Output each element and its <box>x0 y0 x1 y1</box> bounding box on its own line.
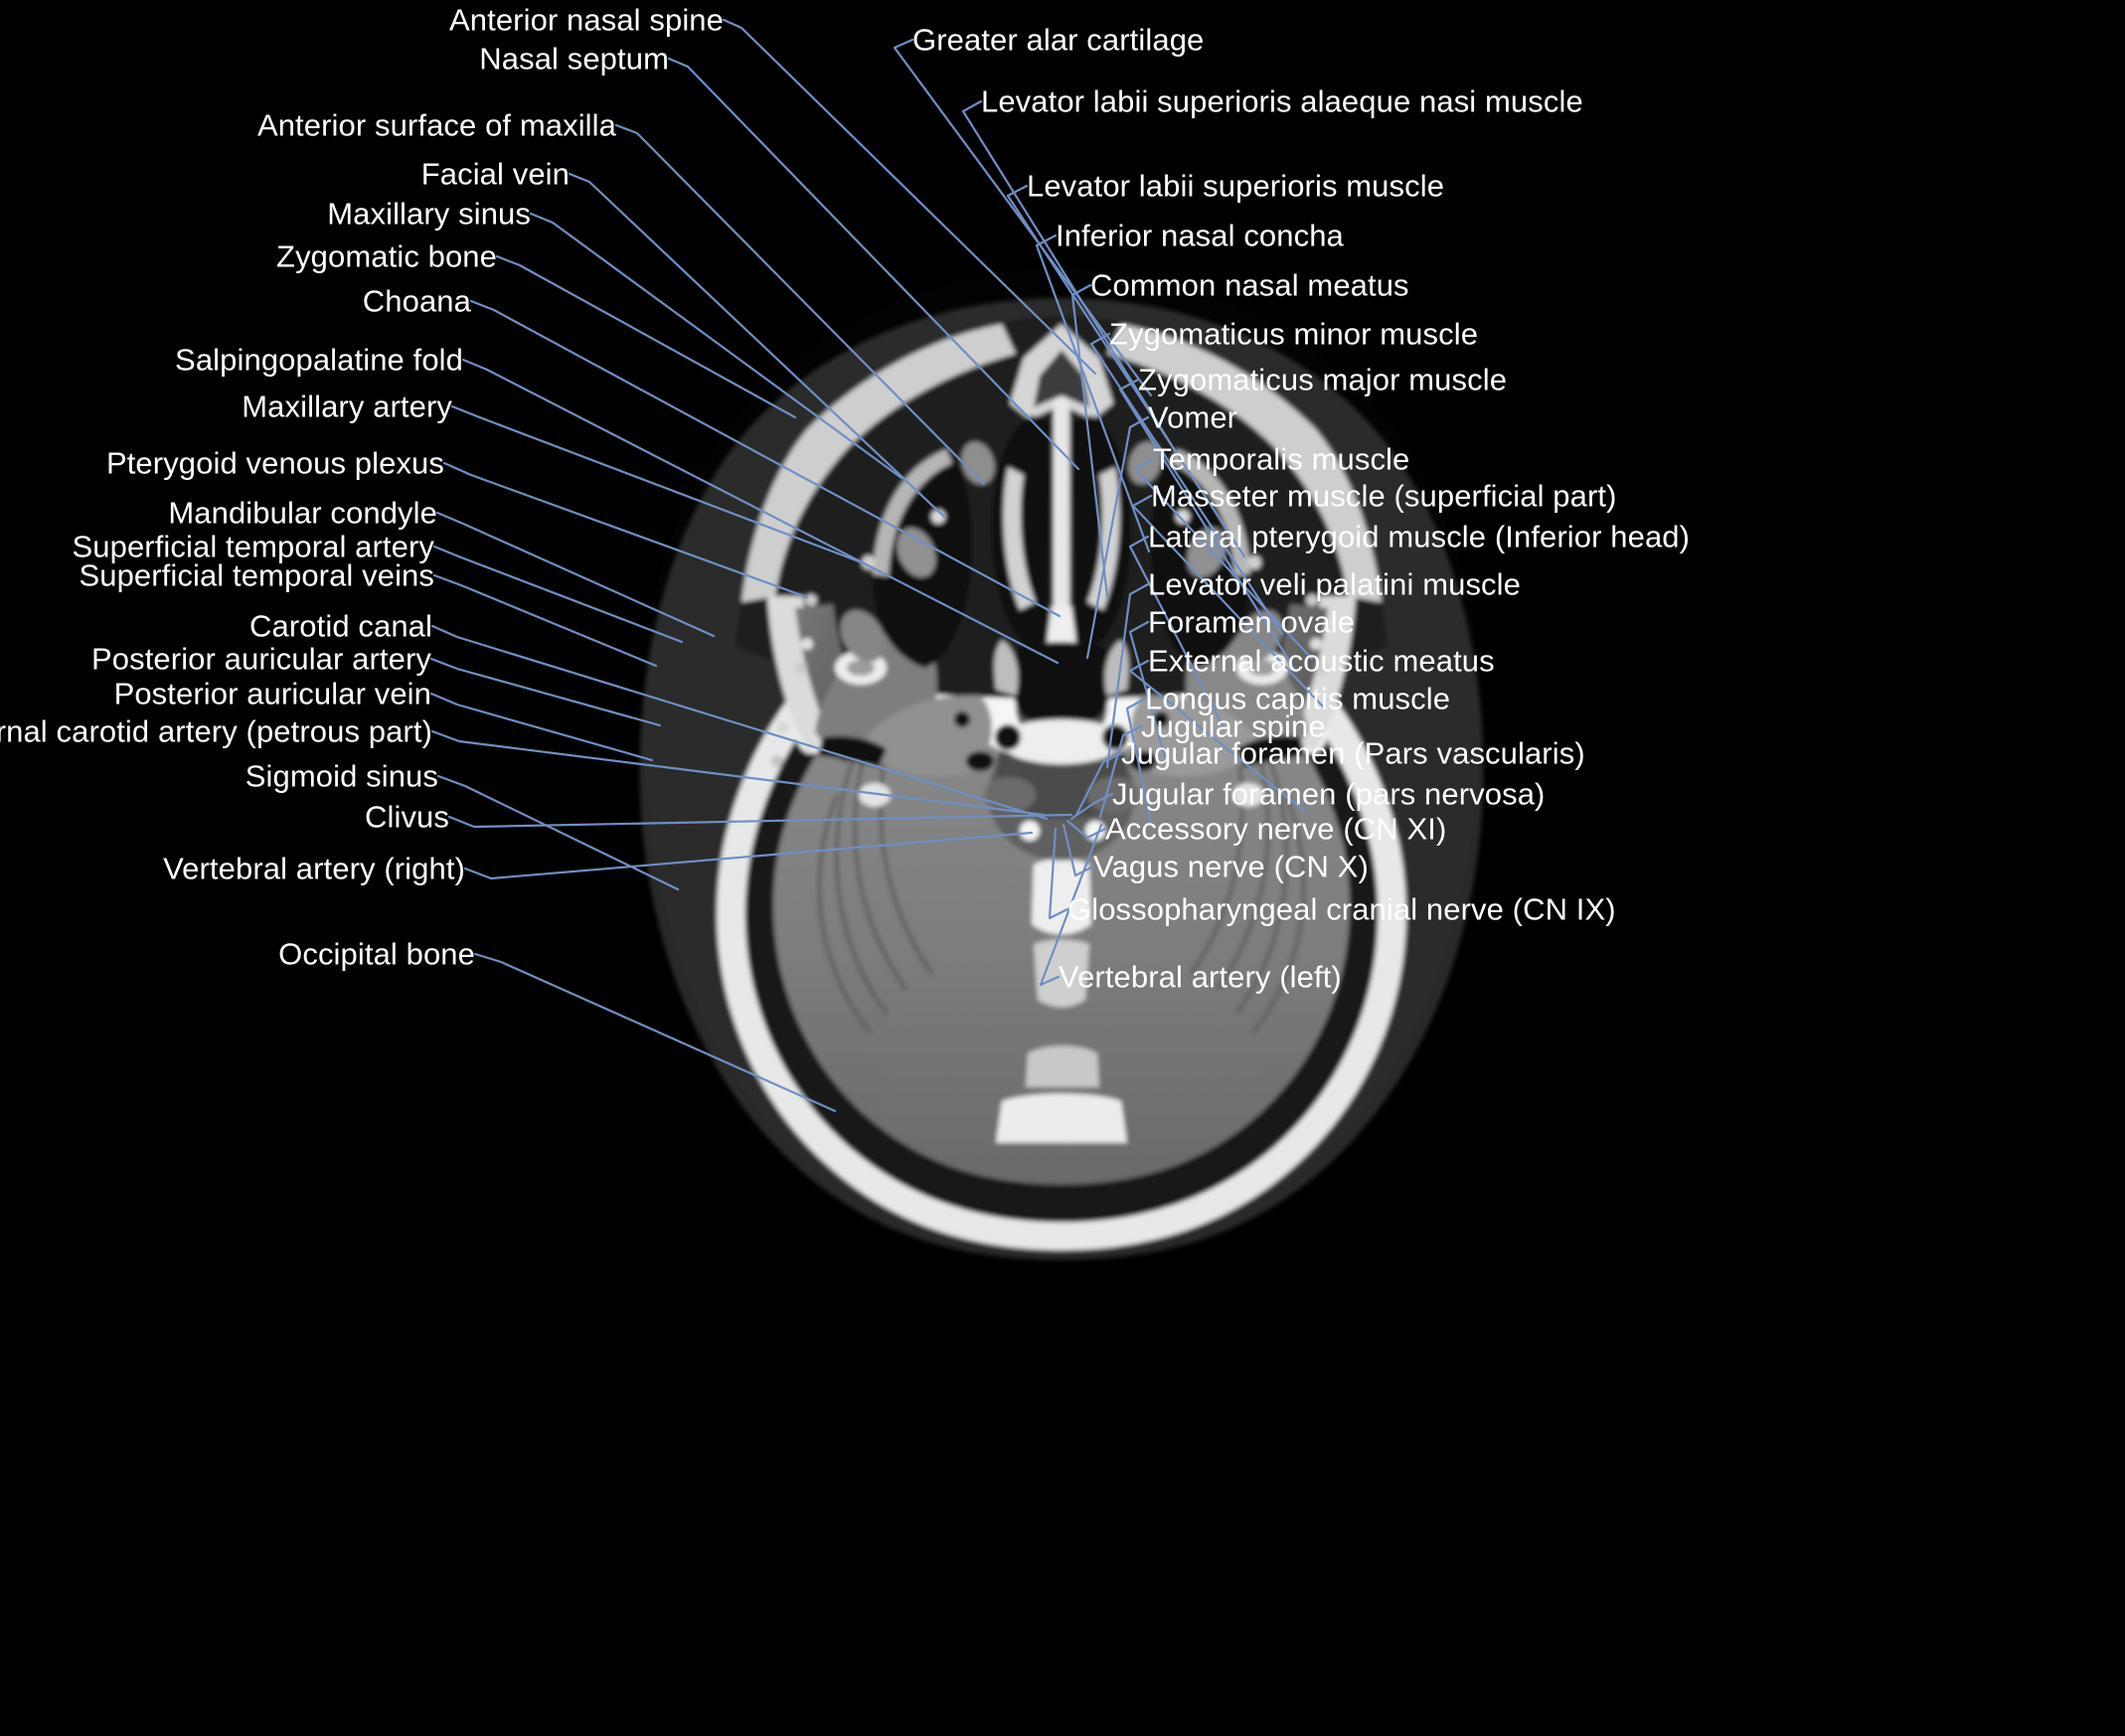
anatomy-label-sigmoid-sinus: Sigmoid sinus <box>245 758 438 794</box>
anatomy-label-posterior-auricular-artery: Posterior auricular artery <box>91 641 431 677</box>
anatomy-label-foramen-ovale: Foramen ovale <box>1148 604 1356 640</box>
anatomy-label-occipital-bone: Occipital bone <box>278 936 475 972</box>
anatomy-label-lateral-pterygoid-muscle-inferior-head: Lateral pterygoid muscle (Inferior head) <box>1148 519 1691 554</box>
anatomy-label-anterior-surface-of-maxilla: Anterior surface of maxilla <box>256 107 616 143</box>
anatomy-label-maxillary-artery: Maxillary artery <box>242 389 452 424</box>
anatomy-label-superficial-temporal-veins: Superficial temporal veins <box>79 557 434 593</box>
anatomy-label-mandibular-condyle: Mandibular condyle <box>168 495 437 531</box>
anatomy-label-levator-veli-palatini-muscle: Levator veli palatini muscle <box>1148 566 1521 602</box>
anatomy-label-carotid-canal: Carotid canal <box>249 608 432 644</box>
anatomy-label-facial-vein: Facial vein <box>420 156 570 192</box>
anatomy-label-common-nasal-meatus: Common nasal meatus <box>1090 267 1409 303</box>
anatomy-label-choana: Choana <box>362 283 471 319</box>
anatomy-label-external-acoustic-meatus: External acoustic meatus <box>1148 643 1495 679</box>
anatomy-label-posterior-auricular-vein: Posterior auricular vein <box>113 676 431 711</box>
anatomy-label-jugular-foramen-pars-vascularis: Jugular foramen (Pars vascularis) <box>1121 735 1585 771</box>
anatomy-label-levator-labii-superioris-alaeque-nasi-muscle: Levator labii superioris alaeque nasi mu… <box>981 83 1583 119</box>
anatomy-label-masseter-muscle-superficial-part: Masseter muscle (superficial part) <box>1151 478 1617 514</box>
anatomy-label-vomer: Vomer <box>1148 399 1238 435</box>
anatomy-label-vertebral-artery-left: Vertebral artery (left) <box>1059 959 1342 995</box>
anatomy-label-accessory-nerve-cn-xi: Accessory nerve (CN XI) <box>1105 811 1447 847</box>
anatomy-label-salpingopalatine-fold: Salpingopalatine fold <box>175 342 463 378</box>
anatomy-label-temporalis-muscle: Temporalis muscle <box>1153 441 1410 477</box>
anatomy-label-longus-capitis-muscle: Longus capitis muscle <box>1145 681 1451 716</box>
anatomy-label-nasal-septum: Nasal septum <box>479 41 669 77</box>
anatomy-label-superficial-temporal-artery: Superficial temporal artery <box>72 529 434 564</box>
anatomy-label-greater-alar-cartilage: Greater alar cartilage <box>912 22 1205 58</box>
anatomy-label-pterygoid-venous-plexus: Pterygoid venous plexus <box>105 445 444 481</box>
anatomy-label-zygomatic-bone: Zygomatic bone <box>276 238 497 274</box>
anatomy-label-zygomaticus-minor-muscle: Zygomaticus minor muscle <box>1109 316 1479 352</box>
anatomy-label-vagus-nerve-cn-x: Vagus nerve (CN X) <box>1093 849 1369 884</box>
anatomy-label-maxillary-sinus: Maxillary sinus <box>327 196 531 232</box>
anatomy-label-levator-labii-superioris-muscle: Levator labii superioris muscle <box>1027 168 1445 204</box>
anatomy-label-zygomaticus-major-muscle: Zygomaticus major muscle <box>1138 362 1508 397</box>
anatomy-label-inferior-nasal-concha: Inferior nasal concha <box>1056 218 1344 253</box>
anatomy-label-glossopharyngeal-cranial-nerve-cn-ix: Glossopharyngeal cranial nerve (CN IX) <box>1067 891 1616 927</box>
anatomy-label-jugular-foramen-pars-nervosa: Jugular foramen (pars nervosa) <box>1112 776 1546 812</box>
anatomy-label-vertebral-artery-right: Vertebral artery (right) <box>163 851 465 886</box>
anatomy-label-clivus: Clivus <box>364 799 449 835</box>
anatomy-label-jugular-spine: Jugular spine <box>1141 709 1326 744</box>
anatomy-label-internal-carotid-artery-petrous-part: Internal carotid artery (petrous part) <box>0 713 432 749</box>
anatomy-label-anterior-nasal-spine: Anterior nasal spine <box>449 2 724 38</box>
